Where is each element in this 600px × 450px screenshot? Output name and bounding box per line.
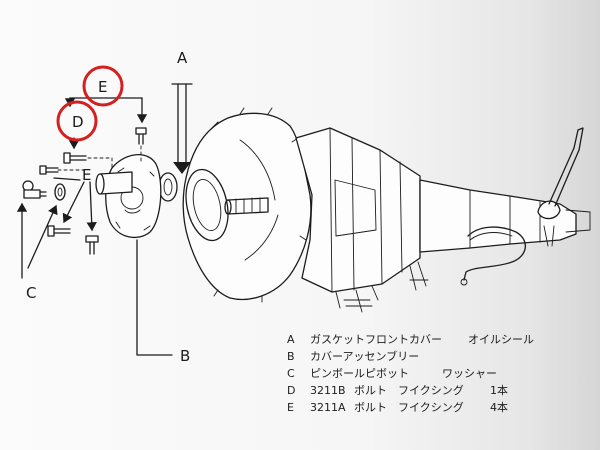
extension-housing xyxy=(419,179,591,253)
leader-e-lower xyxy=(53,177,97,232)
highlight-circle-e xyxy=(82,65,124,107)
label-b: B xyxy=(180,347,190,365)
alignment-line xyxy=(57,145,142,171)
highlight-circle-d xyxy=(56,100,98,142)
oil-seal xyxy=(158,172,178,202)
bolt-e-2 xyxy=(85,235,99,255)
main-case xyxy=(295,127,429,313)
bellhousing xyxy=(182,107,312,303)
washer xyxy=(54,183,66,201)
label-d: D xyxy=(72,113,84,131)
leader-a xyxy=(171,83,193,174)
leader-c xyxy=(16,202,58,279)
leader-b xyxy=(136,239,173,356)
label-e-lower: E xyxy=(82,166,91,184)
input-shaft xyxy=(224,197,269,215)
bolt-e-1 xyxy=(47,225,71,237)
bolt-top xyxy=(135,127,147,145)
label-a: A xyxy=(177,49,188,67)
shift-lever xyxy=(537,127,584,247)
bolt-d xyxy=(63,152,87,164)
speedometer-cable xyxy=(460,226,526,286)
front-cover-assembly xyxy=(95,154,162,239)
label-c: C xyxy=(26,284,36,302)
bolt-e-3 xyxy=(39,165,59,175)
pivot-ball xyxy=(22,180,47,199)
label-e-top: E xyxy=(98,78,107,96)
